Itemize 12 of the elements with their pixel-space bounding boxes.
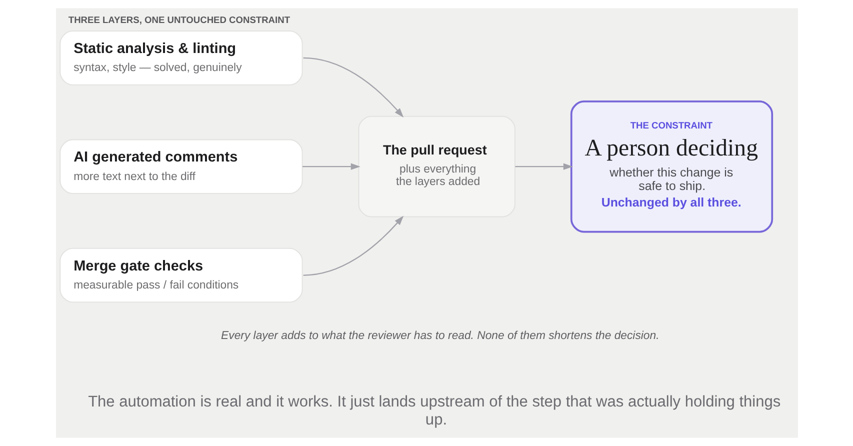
arrow — [302, 57, 404, 118]
arrow — [514, 163, 572, 170]
node-box: Static analysis & linting syntax, style — solved, genuinely — [59, 30, 302, 86]
label: The automation is real and it works. It just lands upstream of the step that was actually holding things up. — [88, 394, 780, 428]
diagram-title: THREE LAYERS, ONE UNTOUCHED CONSTRAINT — [68, 14, 290, 25]
arrow — [302, 163, 360, 170]
node-box: AI generated comments more text next to the diff — [59, 139, 302, 194]
arrow — [302, 216, 404, 276]
node-box: The pull request plus everything the layers added — [358, 116, 515, 218]
node-box: Merge gate checks measurable pass / fail conditions — [59, 248, 302, 303]
node-box: THE CONSTRAINT A person deciding whether this change is safe to ship. Unchanged by all three. — [570, 100, 773, 233]
caption: Every layer adds to what the reviewer has to read. None of them shortens the decision. — [220, 330, 659, 342]
